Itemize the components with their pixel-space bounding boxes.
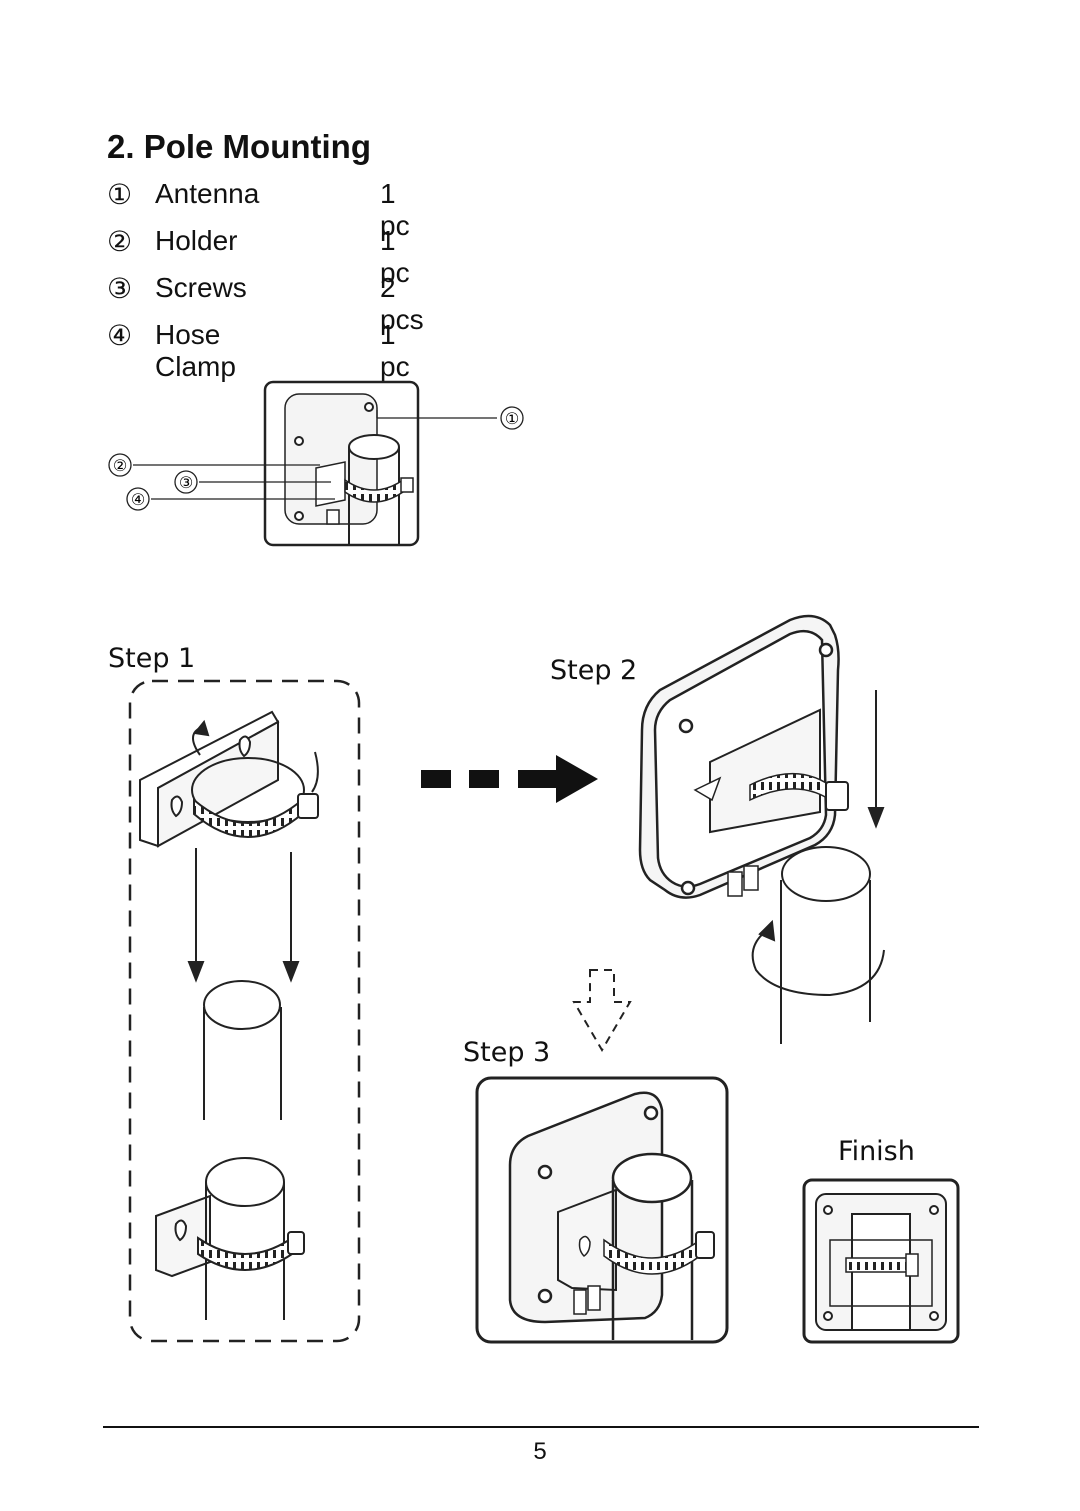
callout-label: ④ bbox=[131, 490, 145, 509]
step-3-frame bbox=[475, 1076, 729, 1344]
part-number: ① bbox=[107, 179, 133, 210]
part-quantity: 1 pc bbox=[380, 319, 410, 382]
part-number: ② bbox=[107, 226, 133, 257]
step-1-pole bbox=[203, 980, 282, 1120]
part-quantity: 1 pc bbox=[380, 225, 410, 288]
section-heading: 2. Pole Mounting bbox=[107, 128, 371, 165]
part-quantity: 1 pc bbox=[380, 178, 410, 241]
overview-diagram bbox=[263, 380, 420, 547]
callout-lines bbox=[133, 410, 497, 500]
step-3-antenna bbox=[508, 1091, 715, 1340]
step-1-mounted-result bbox=[155, 1157, 305, 1320]
step-3-label: Step 3 bbox=[463, 1037, 551, 1068]
page-number: 5 bbox=[533, 1438, 547, 1465]
finish-label: Finish bbox=[838, 1136, 915, 1167]
part-name: Screws bbox=[155, 272, 247, 303]
part-number: ③ bbox=[107, 273, 133, 304]
step-2-antenna bbox=[638, 614, 849, 899]
footer-divider bbox=[103, 1426, 979, 1428]
part-quantity: 2 pcs bbox=[380, 272, 424, 335]
callout-markers: ① ② ③ ④ bbox=[108, 406, 524, 511]
step-2-pole bbox=[751, 846, 885, 1044]
step-1-down-arrows bbox=[187, 848, 300, 983]
dashed-arrow-right bbox=[421, 755, 598, 803]
part-name: Hose Clamp bbox=[155, 319, 236, 382]
step-2-down-arrow bbox=[867, 690, 885, 829]
step-1-holder-with-clamp bbox=[139, 710, 319, 848]
finish-frame bbox=[802, 1178, 960, 1344]
part-name: Antenna bbox=[155, 178, 260, 209]
dashed-arrow-down bbox=[572, 969, 632, 1052]
step-1-label: Step 1 bbox=[108, 643, 196, 674]
callout-label: ① bbox=[505, 409, 519, 428]
step-1-dashed-frame bbox=[128, 679, 361, 1343]
part-name: Holder bbox=[155, 225, 238, 256]
step-2-label: Step 2 bbox=[550, 655, 638, 686]
callout-label: ③ bbox=[179, 473, 193, 492]
callout-label: ② bbox=[113, 456, 127, 475]
finish-antenna-front bbox=[815, 1193, 947, 1331]
part-number: ④ bbox=[107, 320, 133, 351]
